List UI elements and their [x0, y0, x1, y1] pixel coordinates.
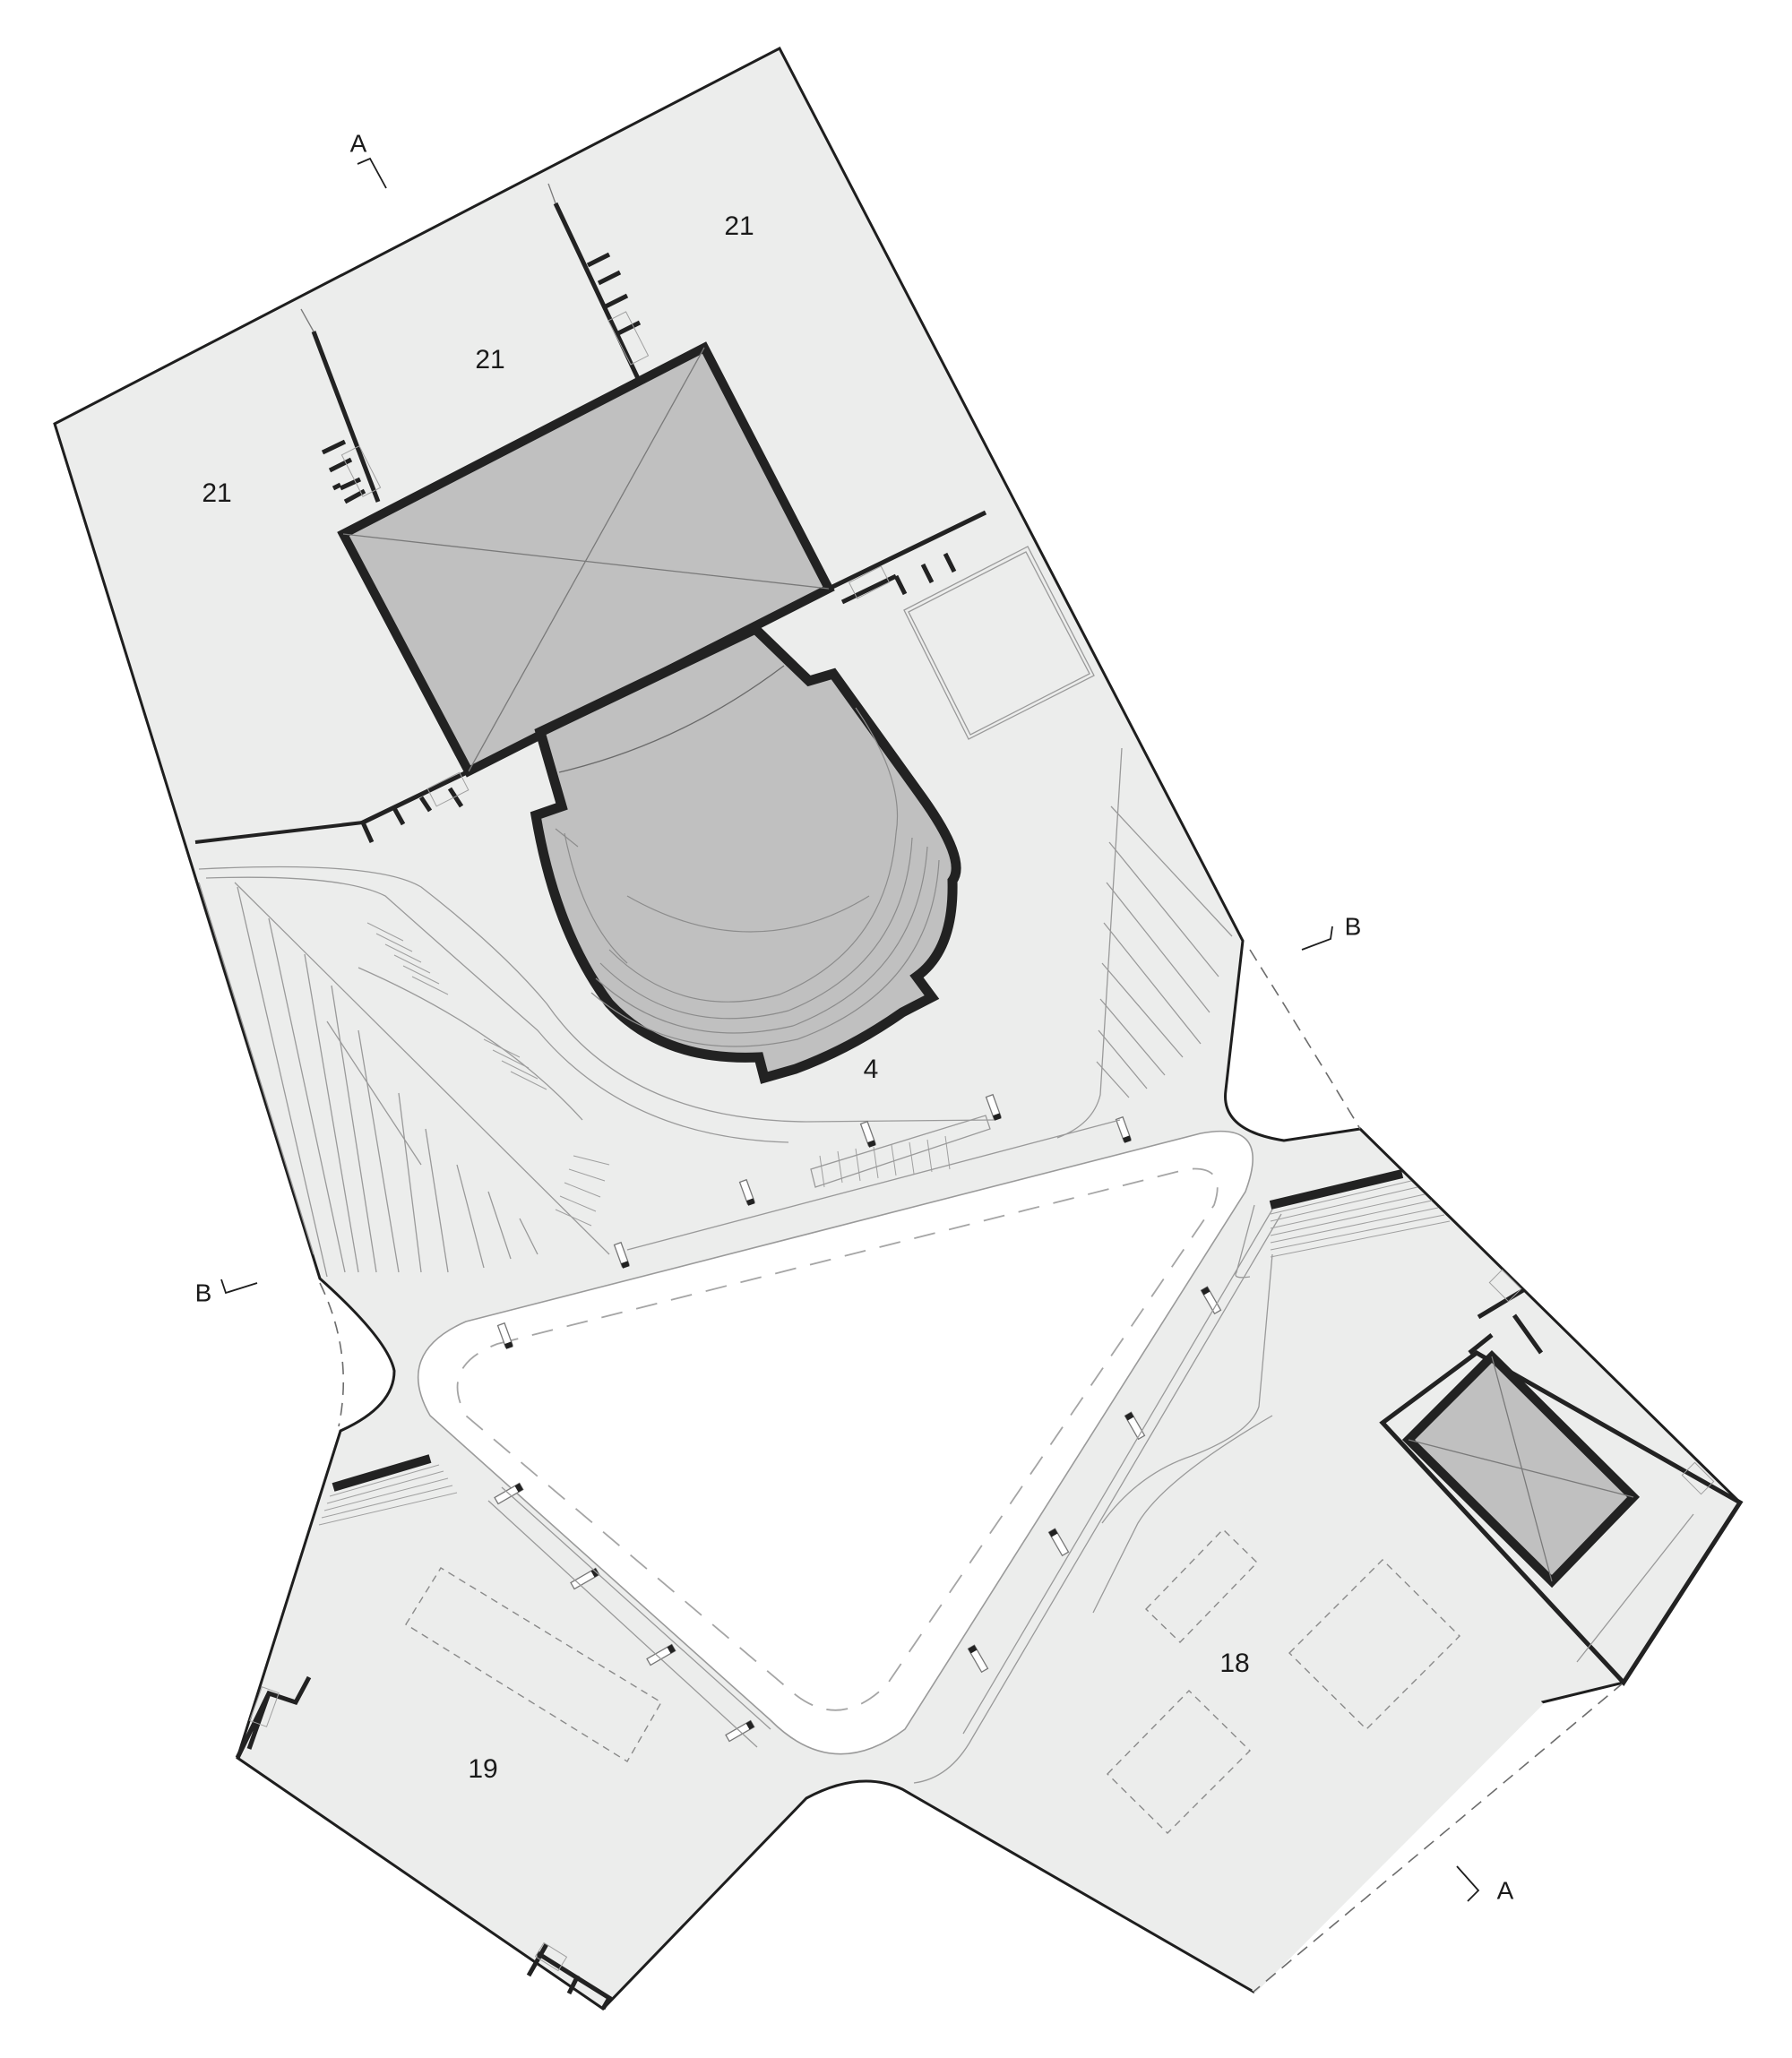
section-label-a-bottom: A — [1497, 1876, 1514, 1904]
zone-21-dividers — [300, 183, 650, 504]
section-marker-a-bottom: A — [1456, 1865, 1514, 1904]
stair-core-right — [586, 252, 650, 366]
left-lower-steps — [318, 1454, 458, 1526]
zone-label-19: 19 — [468, 1754, 497, 1784]
section-arrow-icon — [220, 1279, 258, 1295]
zone-label-21-right: 21 — [724, 211, 754, 241]
section-arrow-icon — [1456, 1865, 1480, 1902]
lower-left-cores — [235, 1675, 613, 2011]
zone-18-outlines — [1107, 1528, 1460, 1834]
zone-label-18: 18 — [1219, 1649, 1249, 1678]
zone-label-21-left: 21 — [202, 478, 231, 508]
right-upper-steps — [1235, 1169, 1451, 1279]
section-arrow-icon — [1301, 926, 1333, 951]
triangle-road — [417, 1130, 1254, 1755]
section-label-b-right: B — [1345, 912, 1362, 940]
small-hall — [1379, 1269, 1744, 1687]
section-marker-a-top: A — [350, 129, 387, 189]
left-plaza-linework — [198, 865, 995, 1278]
zone-label-21-middle: 21 — [475, 345, 504, 375]
section-label-a-top: A — [350, 129, 367, 157]
section-label-b-left: B — [195, 1279, 212, 1306]
dashed-boundary-segments — [319, 949, 1624, 1993]
path-edges — [487, 1119, 1282, 1784]
section-marker-b-right: B — [1301, 912, 1362, 951]
zone-label-4: 4 — [864, 1055, 879, 1084]
section-arrow-icon — [357, 157, 387, 189]
auditorium — [530, 623, 961, 1084]
stage-side-cores — [194, 510, 987, 844]
stair-core-left — [321, 439, 382, 504]
section-marker-b-left: B — [195, 1279, 258, 1306]
zone-labels: 21 21 21 4 18 19 — [202, 211, 1249, 1784]
upper-right-square — [903, 546, 1095, 740]
zone-19-outline — [405, 1567, 662, 1762]
